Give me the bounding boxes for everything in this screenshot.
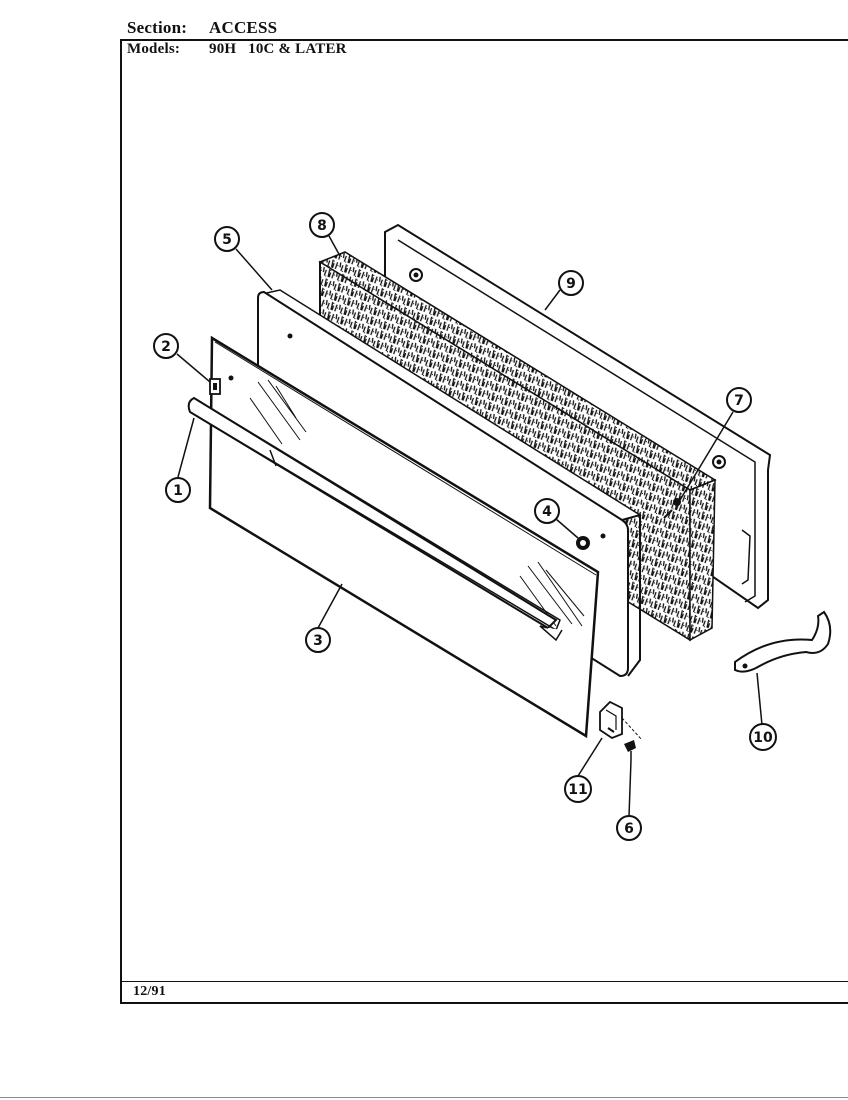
callout-circle	[165, 477, 191, 503]
hinge-screw	[624, 740, 636, 760]
callout-number: 11	[568, 782, 587, 798]
callout-circle	[309, 212, 335, 238]
page-edge-rule	[0, 1097, 848, 1098]
callout-3: 3	[305, 627, 331, 653]
callout-number: 3	[313, 633, 323, 649]
callout-10: 10	[749, 723, 777, 751]
callout-4: 4	[534, 498, 560, 524]
callout-number: 2	[161, 339, 171, 355]
frame-top-rule	[120, 39, 848, 41]
callout-circle	[153, 333, 179, 359]
callout-number: 9	[566, 276, 576, 292]
footer-date: 12/91	[133, 984, 166, 999]
hinge-lever	[734, 610, 832, 673]
callout-circle	[534, 498, 560, 524]
frame-bottom-rule	[120, 1002, 848, 1004]
callout-5: 5	[214, 226, 240, 252]
callout-2: 2	[153, 333, 179, 359]
callout-1: 1	[165, 477, 191, 503]
callout-6: 6	[616, 815, 642, 841]
callout-9: 9	[558, 270, 584, 296]
insulation-screw	[663, 498, 681, 519]
callout-circle	[564, 775, 592, 803]
callout-number: 5	[222, 232, 232, 248]
callout-circle	[558, 270, 584, 296]
frame-footer-rule	[120, 981, 848, 982]
bumper-grommet	[576, 536, 590, 550]
callout-number: 1	[173, 483, 183, 499]
callout-circle	[726, 387, 752, 413]
callout-number: 10	[753, 730, 773, 746]
callout-circle	[616, 815, 642, 841]
frame-left-rule	[120, 39, 122, 1003]
callout-number: 4	[542, 504, 552, 520]
handle-clip	[209, 378, 221, 395]
leader-lines	[176, 235, 763, 817]
hinge-bracket	[599, 700, 643, 741]
callout-group: 1 2 3 4 5 8 9 7 10 11 6	[153, 212, 777, 841]
callout-circle	[749, 723, 777, 751]
callout-11: 11	[564, 775, 592, 803]
callout-number: 6	[624, 821, 634, 837]
section-value: ACCESS	[209, 18, 278, 37]
callout-circle	[305, 627, 331, 653]
section-label: Section:	[127, 18, 188, 37]
callout-7: 7	[726, 387, 752, 413]
models-label: Models:	[127, 41, 181, 57]
door-handle	[187, 396, 563, 642]
callout-8-top: 8	[309, 212, 335, 238]
callout-circle	[214, 226, 240, 252]
callout-number: 8	[317, 218, 327, 234]
callout-number: 7	[734, 393, 744, 409]
models-value: 90H 10C & LATER	[209, 41, 347, 57]
